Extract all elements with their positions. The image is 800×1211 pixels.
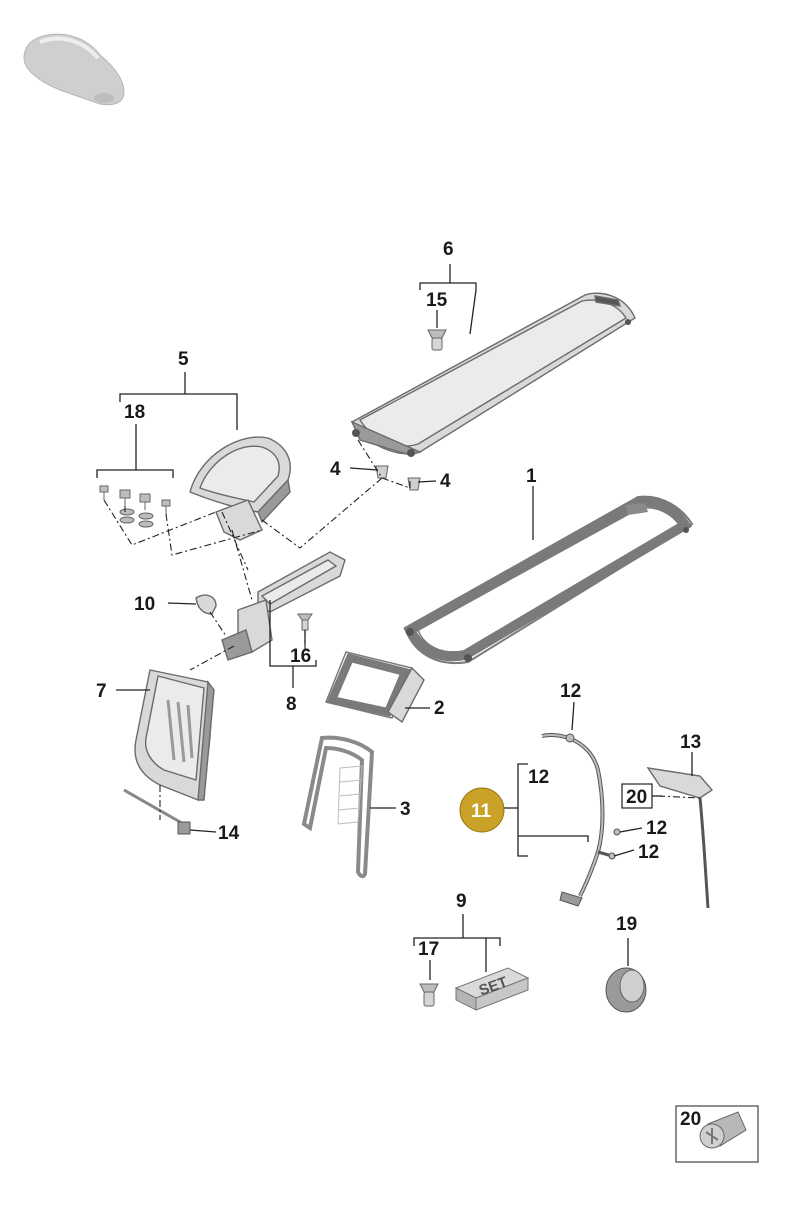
leader-lines — [96, 264, 693, 980]
part-14-strip[interactable] — [123, 788, 191, 835]
callout-17[interactable]: 17 — [418, 939, 439, 960]
callout-10[interactable]: 10 — [134, 594, 155, 615]
assembly-lines — [103, 439, 701, 820]
part-19-grommet[interactable] — [605, 967, 647, 1013]
legend-20-number: 20 — [680, 1109, 701, 1130]
part-3-seal-frame[interactable] — [301, 735, 375, 879]
callout-20-reference[interactable]: 20 — [621, 783, 653, 809]
callout-1[interactable]: 1 — [526, 466, 537, 487]
callout-14[interactable]: 14 — [218, 823, 240, 844]
part-6-roof-panel[interactable] — [350, 292, 636, 457]
svg-text:20: 20 — [626, 787, 647, 808]
part-17-bolt[interactable] — [419, 983, 439, 1007]
callout-12-right-lower[interactable]: 12 — [638, 842, 659, 863]
svg-text:11: 11 — [471, 801, 492, 822]
legend-part-20[interactable]: 20 — [675, 1105, 759, 1163]
part-5-side-panel[interactable] — [189, 436, 291, 524]
callout-16[interactable]: 16 — [290, 646, 311, 667]
callout-6[interactable]: 6 — [443, 239, 454, 260]
callout-18[interactable]: 18 — [124, 402, 145, 423]
part-10-clip[interactable] — [195, 594, 217, 615]
callout-11-highlighted[interactable]: 11 — [459, 787, 505, 833]
callout-12-bracket[interactable]: 12 — [528, 767, 549, 788]
callout-2[interactable]: 2 — [434, 698, 445, 719]
callout-4-left[interactable]: 4 — [330, 459, 341, 480]
part-15-bolt[interactable] — [427, 329, 447, 351]
callout-5[interactable]: 5 — [178, 349, 189, 370]
part-4-clips[interactable] — [375, 465, 421, 491]
part-8-hinge-mechanism[interactable] — [215, 499, 346, 661]
part-2-frame-section[interactable] — [324, 651, 425, 724]
car-thumbnail-icon[interactable] — [23, 33, 125, 106]
part-16-bolt[interactable] — [297, 613, 313, 631]
part-9-repair-set[interactable]: SET — [454, 967, 530, 1011]
part-1-roof-frame[interactable] — [403, 495, 694, 664]
callout-12-top[interactable]: 12 — [560, 681, 581, 702]
callout-3[interactable]: 3 — [400, 799, 411, 820]
part-12-cable-assembly[interactable] — [541, 733, 621, 907]
callout-15[interactable]: 15 — [426, 290, 448, 311]
callout-19[interactable]: 19 — [616, 914, 637, 935]
callout-7[interactable]: 7 — [96, 681, 107, 702]
callout-4-right[interactable]: 4 — [440, 471, 451, 492]
part-18-fasteners[interactable] — [99, 485, 171, 528]
callout-12-right-upper[interactable]: 12 — [646, 818, 667, 839]
callout-labels: 6 15 5 18 4 4 1 10 16 8 7 2 3 14 12 12 1… — [96, 239, 701, 960]
screw-icon — [699, 1111, 747, 1149]
part-13-arm[interactable] — [646, 767, 714, 909]
part-7-side-trim-panel[interactable] — [134, 669, 215, 801]
callout-9[interactable]: 9 — [456, 891, 467, 912]
callout-8[interactable]: 8 — [286, 694, 297, 715]
callout-13[interactable]: 13 — [680, 732, 701, 753]
